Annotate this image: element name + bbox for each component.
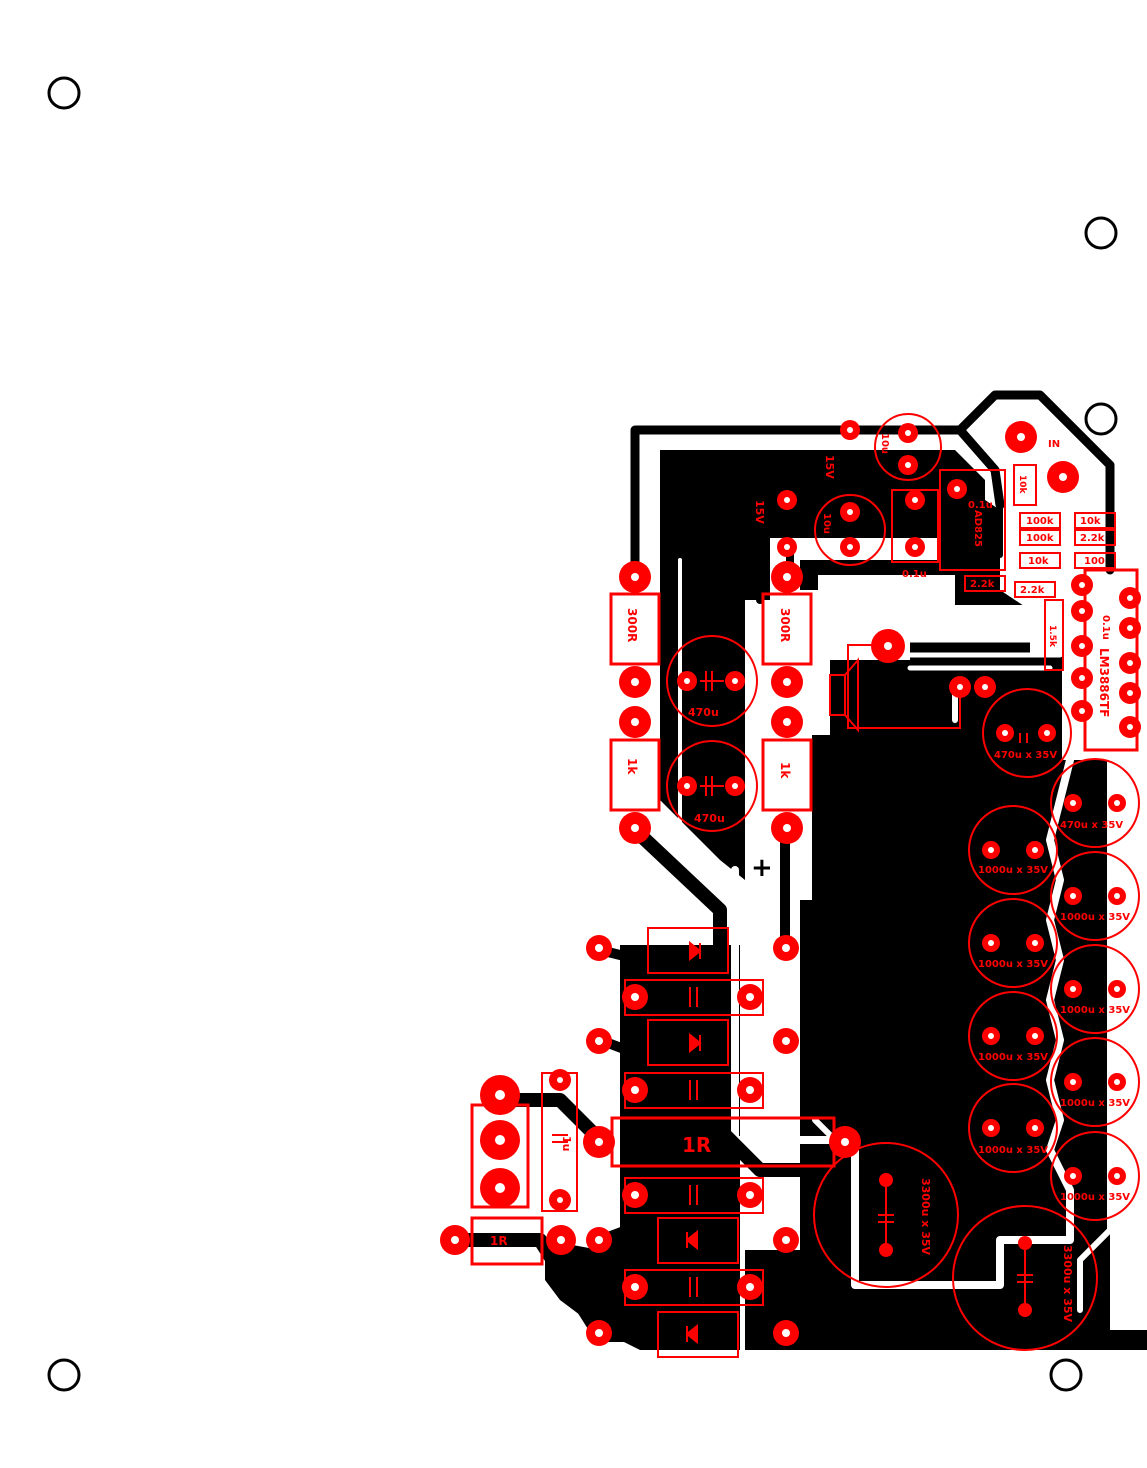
cap-1000u-c (968, 898, 1058, 988)
label-470u-top: 470u (688, 706, 719, 719)
diode-box (657, 1217, 739, 1264)
resistor-2-2k-a (1074, 529, 1116, 546)
label-plus: + (751, 853, 773, 883)
cap-3300u-a (813, 1142, 959, 1288)
label-10u-top: 10u (879, 433, 890, 454)
label-100k-a: 100k (1026, 516, 1054, 527)
label-1k-right: 1k (778, 762, 792, 779)
label-470u-35v-a: 470u x 35V (994, 750, 1057, 761)
label-15v-mid: 15V (753, 500, 766, 524)
label-1u: 1u (560, 1136, 573, 1152)
label-10u-mid: 10u (821, 513, 832, 534)
resistor-1r-small (470, 1216, 544, 1266)
label-lm3886: LM3886TF (1097, 648, 1111, 717)
label-1000u-a: 1000u x 35V (978, 865, 1048, 876)
label-0-1u-b: 0.1u (968, 500, 993, 511)
cap-470u-35v-a (982, 688, 1072, 778)
label-1000u-f: 1000u x 35V (1060, 1098, 1130, 1109)
cap-1000u-a (968, 805, 1058, 895)
label-10k-a: 10k (1017, 475, 1027, 495)
cap-1000u-g (968, 1083, 1058, 1173)
mounting-hole (1049, 1358, 1083, 1392)
mounting-hole (1084, 216, 1118, 250)
cap-470u-bottom (666, 740, 758, 832)
resistor-100k-a (1019, 512, 1061, 529)
labels: IN 300R 300R 1k 1k 470u 470u 15V 15V 10u… (490, 433, 1130, 1323)
label-470u-bottom: 470u (694, 812, 725, 825)
label-300r-left: 300R (625, 608, 639, 642)
resistor-100 (1074, 552, 1116, 569)
label-ad825: AD825 (972, 510, 983, 547)
label-1000u-h: 1000u x 35V (1060, 1192, 1130, 1203)
cap-1000u-d (1050, 944, 1140, 1034)
pads (440, 420, 1141, 1346)
label-1000u-e: 1000u x 35V (978, 1052, 1048, 1063)
resistor-1k-right (761, 738, 813, 812)
mounting-hole (47, 1358, 81, 1392)
copper-layer (545, 450, 1147, 1350)
label-15v-top: 15V (823, 455, 836, 479)
label-300r-right: 300R (778, 608, 792, 642)
mounting-holes (47, 76, 1118, 1392)
label-1000u-g: 1000u x 35V (978, 1145, 1048, 1156)
mounting-hole (1084, 402, 1118, 436)
label-1k-left: 1k (625, 758, 639, 775)
label-1r-big: 1R (682, 1133, 711, 1157)
cap-470u-35v-b (1050, 758, 1140, 848)
label-1000u-c: 1000u x 35V (978, 959, 1048, 970)
cap-1000u-h (1050, 1131, 1140, 1221)
cap-1000u-f (1050, 1037, 1140, 1127)
resistor-10k-c (1074, 512, 1116, 529)
label-1000u-d: 1000u x 35V (1060, 1005, 1130, 1016)
resistor-1-5k (1044, 599, 1064, 671)
diode-box (647, 1019, 729, 1066)
cap-1000u-b (1050, 851, 1140, 941)
diode-box (657, 1311, 739, 1358)
label-10k-c: 10k (1080, 516, 1101, 527)
label-100: 100 (1084, 556, 1105, 567)
resistor-100k-b (1019, 529, 1061, 546)
label-470u-35v-b: 470u x 35V (1060, 820, 1123, 831)
cap-10u-top (874, 413, 942, 481)
resistor-2-2k-c (1014, 581, 1056, 598)
speaker-wire (847, 644, 961, 729)
label-3300u-a: 3300u x 35V (919, 1178, 932, 1256)
resistor-10k-vert (1013, 464, 1037, 506)
resistor-10k-b (1019, 552, 1061, 569)
label-100k-b: 100k (1026, 533, 1054, 544)
cap-470u-top (666, 635, 758, 727)
resistor-300r-right (761, 592, 813, 666)
ic-ad825-box (939, 469, 1006, 571)
mounting-hole (47, 76, 81, 110)
cap-3300u-b (952, 1205, 1098, 1351)
resistor-1k-left (609, 738, 661, 812)
label-1000u-b: 1000u x 35V (1060, 912, 1130, 923)
ground-plane (660, 450, 1147, 1350)
label-3300u-b: 3300u x 35V (1061, 1245, 1074, 1323)
label-in: IN (1048, 439, 1060, 450)
label-1r-small: 1R (490, 1234, 508, 1248)
label-2-2k-a: 2.2k (1080, 533, 1105, 544)
diode-box (647, 927, 729, 974)
speaker-symbol (829, 657, 859, 733)
label-1-5k: 1.5k (1047, 625, 1057, 648)
label-0-1u: 0.1u (902, 569, 927, 580)
cap-1000u-e (968, 991, 1058, 1081)
resistor-300r-left (609, 592, 661, 666)
symbols (552, 671, 1033, 1345)
label-2-2k-c: 2.2k (1020, 585, 1045, 596)
label-10k-b: 10k (1028, 556, 1049, 567)
cap-10u-mid (814, 494, 886, 566)
label-0-1u-v: 0.1u (1100, 615, 1111, 640)
resistor-2-2k-b (964, 575, 1006, 592)
label-2-2k-b: 2.2k (970, 579, 995, 590)
